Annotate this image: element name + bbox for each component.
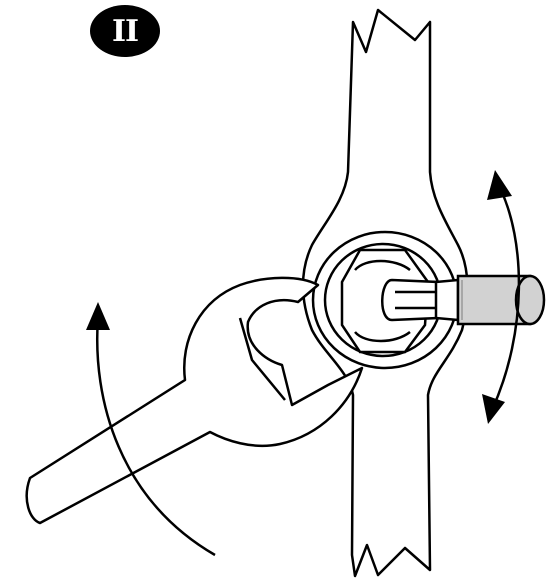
double-headed-curved-arrow-icon [482, 170, 521, 424]
open-end-wrench-icon [25, 276, 364, 525]
step-badge-label: II [111, 13, 139, 49]
step-badge: II [90, 5, 160, 57]
curved-arrow-up-icon [86, 302, 216, 557]
